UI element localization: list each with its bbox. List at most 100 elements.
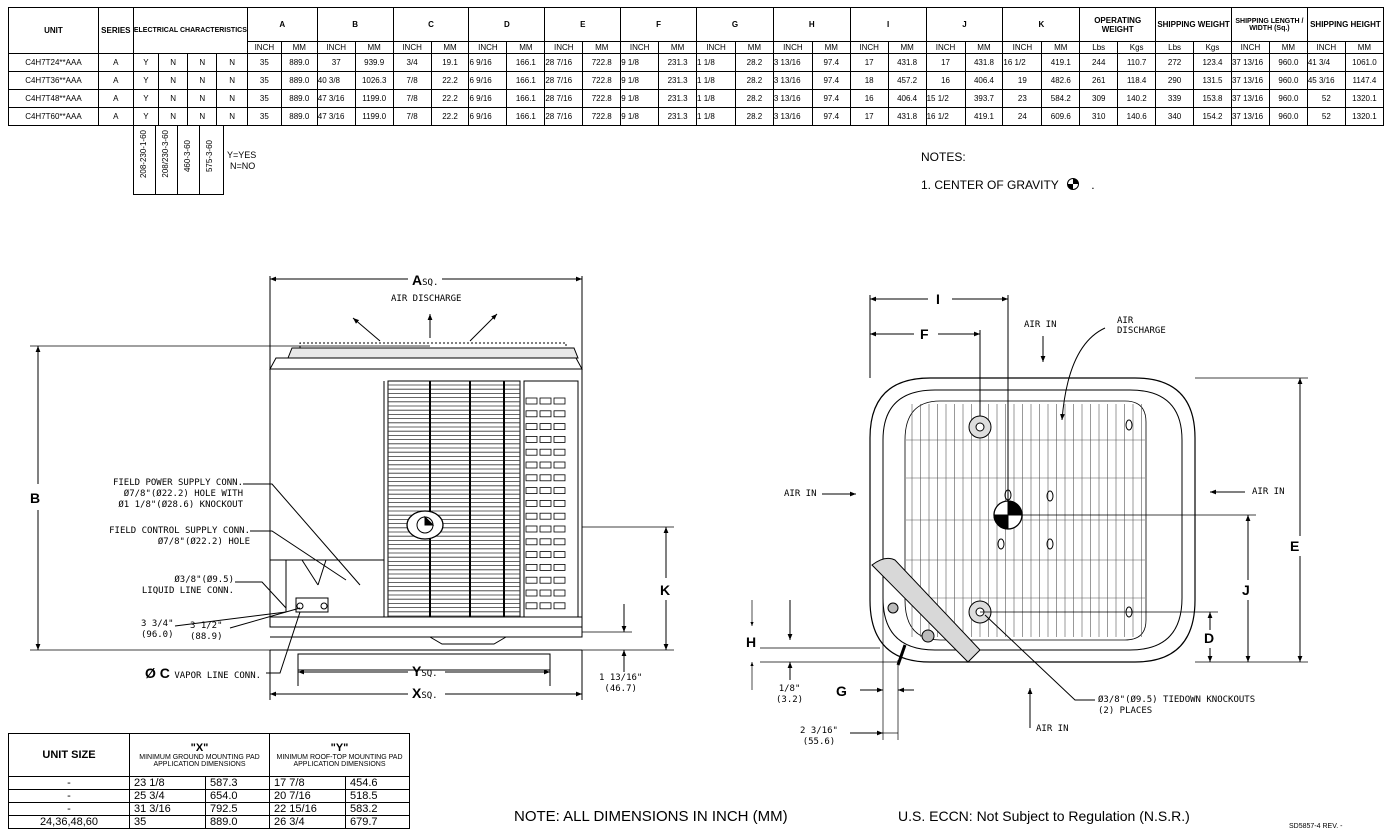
dim-d-label: D bbox=[1204, 630, 1215, 646]
spec-cell: 722.8 bbox=[582, 107, 622, 126]
spec-cell: 140.6 bbox=[1117, 107, 1157, 126]
pad-cell: 583.2 bbox=[345, 802, 410, 816]
pad-cell: 35 bbox=[129, 815, 206, 829]
dim-e-label: E bbox=[1290, 538, 1300, 554]
pad-table: UNIT SIZE "X" MINIMUM GROUND MOUNTING PA… bbox=[8, 733, 410, 829]
dim-a-label: ASQ. bbox=[412, 272, 439, 288]
dim-2-3-16-label: 2 3/16" (55.6) bbox=[800, 726, 838, 747]
control-conn-label: FIELD CONTROL SUPPLY CONN. Ø7/8"(Ø22.2) … bbox=[109, 526, 250, 547]
dim-h-label: H bbox=[746, 634, 757, 650]
voltage-divider bbox=[155, 126, 156, 194]
spec-cell: 1 1/8 bbox=[696, 107, 736, 126]
header-shipping-height: SHIPPING HEIGHT bbox=[1306, 7, 1384, 42]
header-dim-f: F bbox=[620, 7, 698, 42]
spec-cell: 17 bbox=[849, 107, 889, 126]
spec-cell: 7/8 bbox=[392, 107, 432, 126]
tiedown-label: Ø3/8"(Ø9.5) TIEDOWN KNOCKOUTS (2) PLACES bbox=[1098, 695, 1256, 716]
dim-y-label: YSQ. bbox=[412, 663, 438, 679]
spec-cell: 431.8 bbox=[887, 107, 927, 126]
header-dim-c: C bbox=[392, 7, 470, 42]
header-shipping-lw: SHIPPING LENGTH / WIDTH (Sq.) bbox=[1230, 7, 1308, 42]
pad-header-y: "Y" MINIMUM ROOF-TOP MOUNTING PAD APPLIC… bbox=[269, 733, 410, 777]
spec-cell: 47 3/16 bbox=[316, 107, 356, 126]
dim-f-label: F bbox=[920, 326, 929, 342]
spec-cell: 6 9/16 bbox=[468, 71, 508, 90]
air-in-top-label: AIR IN bbox=[1024, 320, 1057, 330]
notes-item-1: 1. CENTER OF GRAVITY . bbox=[921, 178, 1095, 192]
spec-cell: 17 bbox=[925, 53, 966, 72]
pad-cell: - bbox=[8, 789, 130, 803]
dim-g-label: G bbox=[836, 683, 847, 699]
dim-i-label: I bbox=[936, 291, 940, 307]
dim-k-label: K bbox=[660, 582, 671, 598]
spec-cell: 28 7/16 bbox=[544, 107, 584, 126]
pad-cell: 20 7/16 bbox=[269, 789, 346, 803]
spec-cell: 231.3 bbox=[658, 107, 698, 126]
spec-cell: 24 bbox=[1002, 107, 1043, 126]
header-dim-g: G bbox=[696, 7, 774, 42]
spec-cell: 1061.0 bbox=[1344, 53, 1384, 72]
pad-header-x: "X" MINIMUM GROUND MOUNTING PAD APPLICAT… bbox=[129, 733, 270, 777]
pad-cell: - bbox=[8, 776, 130, 790]
spec-cell: 37 13/16 bbox=[1230, 107, 1270, 126]
front-view bbox=[30, 276, 674, 700]
spec-cell: 154.2 bbox=[1193, 107, 1232, 126]
dim-1-8-label: 1/8" (3.2) bbox=[776, 684, 804, 705]
spec-table: UNIT SERIES ELECTRICAL CHARACTERISTICS A… bbox=[8, 7, 1384, 126]
yes-no-legend: Y=YES N=NO bbox=[227, 150, 256, 172]
pad-cell: 587.3 bbox=[205, 776, 270, 790]
center-of-gravity-icon bbox=[1066, 178, 1079, 190]
dim-x-label: XSQ. bbox=[412, 685, 438, 701]
dim-3-1-2-label: 3 1/2" (88.9) bbox=[190, 621, 223, 642]
liquid-conn-label: Ø3/8"(Ø9.5) LIQUID LINE CONN. bbox=[141, 575, 234, 596]
voltage-box bbox=[133, 126, 224, 195]
pad-cell: 24,36,48,60 bbox=[8, 815, 130, 829]
pad-cell: 31 3/16 bbox=[129, 802, 206, 816]
notes-title: NOTES: bbox=[921, 150, 966, 164]
pad-cell: 654.0 bbox=[205, 789, 270, 803]
dim-j-label: J bbox=[1242, 582, 1250, 598]
unit-header-mm: MM bbox=[582, 41, 622, 54]
legend-no: N=NO bbox=[230, 161, 256, 171]
spec-cell: 6 9/16 bbox=[468, 107, 508, 126]
dim-1-13-16-label: 1 13/16" (46.7) bbox=[599, 673, 643, 694]
vapor-conn-label: Ø C VAPOR LINE CONN. bbox=[145, 665, 262, 681]
footer-rev: SD5857-4 REV. - bbox=[1289, 823, 1343, 830]
pad-cell: 889.0 bbox=[205, 815, 270, 829]
voltage-divider bbox=[177, 126, 178, 194]
spec-cell: 3 13/16 bbox=[772, 107, 813, 126]
air-in-bottom-label: AIR IN bbox=[1036, 724, 1069, 734]
spec-cell: 16 1/2 bbox=[925, 107, 966, 126]
note-text: 1. CENTER OF GRAVITY bbox=[921, 178, 1059, 192]
pad-cell: 26 3/4 bbox=[269, 815, 346, 829]
voltage-divider bbox=[199, 126, 200, 194]
dim-b-label: B bbox=[30, 490, 41, 506]
pad-cell: 454.6 bbox=[345, 776, 410, 790]
header-dim-b: B bbox=[316, 7, 394, 42]
footer-note: NOTE: ALL DIMENSIONS IN INCH (MM) bbox=[514, 808, 788, 825]
spec-cell: 40 3/8 bbox=[316, 71, 356, 90]
spec-cell: 1199.0 bbox=[354, 107, 394, 126]
air-discharge-label: AIR DISCHARGE bbox=[391, 294, 462, 304]
pad-cell: 22 15/16 bbox=[269, 802, 346, 816]
legend-yes: Y=YES bbox=[227, 150, 257, 160]
air-in-right-label: AIR IN bbox=[1252, 487, 1285, 497]
pad-cell: 17 7/8 bbox=[269, 776, 346, 790]
spec-cell: N bbox=[187, 107, 218, 126]
power-conn-label: FIELD POWER SUPPLY CONN. Ø7/8"(Ø22.2) HO… bbox=[112, 478, 243, 510]
pad-cell: 23 1/8 bbox=[129, 776, 206, 790]
header-dim-j: J bbox=[925, 7, 1004, 42]
unit-header-inch: INCH bbox=[925, 41, 966, 54]
dim-3-3-4-label: 3 3/4" (96.0) bbox=[141, 619, 174, 640]
top-view bbox=[750, 295, 1308, 740]
footer-eccn: U.S. ECCN: Not Subject to Regulation (N.… bbox=[898, 808, 1190, 824]
spec-cell: 6 9/16 bbox=[468, 53, 508, 72]
spec-cell: 9 1/8 bbox=[620, 107, 660, 126]
